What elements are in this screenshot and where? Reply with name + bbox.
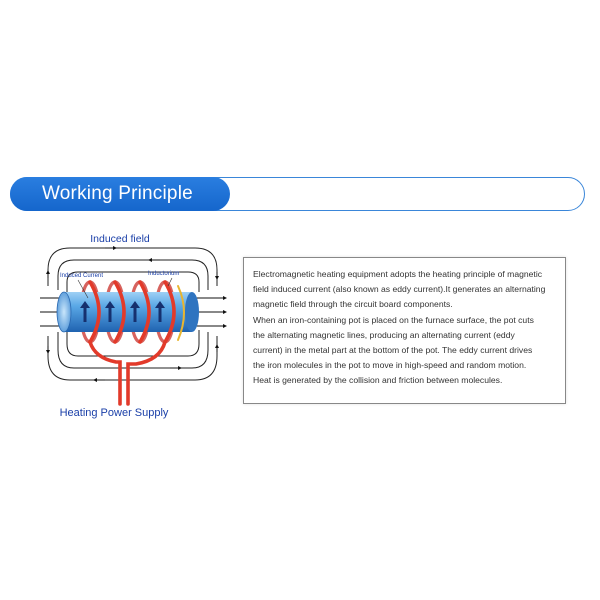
section-title: Working Principle — [10, 177, 230, 211]
description-box: Electromagnetic heating equipment adopts… — [243, 257, 566, 404]
induced-field-label: Induced field — [90, 233, 150, 245]
description-line: Electromagnetic heating equipment adopts… — [253, 269, 543, 279]
heating-power-supply-label: Heating Power Supply — [60, 407, 169, 419]
description-line: When an iron-containing pot is placed on… — [253, 314, 534, 325]
description-line: magnetic field through the circuit board… — [253, 299, 453, 310]
inductorium-label: Inductorium — [148, 271, 179, 277]
induction-diagram: Induced field Induced Current Inductoriu… — [40, 233, 227, 419]
description-line: field induced current (also known as edd… — [253, 284, 546, 295]
field-arrows — [46, 246, 219, 382]
label-pointers — [77, 277, 173, 299]
description-line: the alternating magnetic lines, producin… — [253, 329, 515, 340]
description-line: the iron molecules in the pot to move in… — [253, 360, 527, 371]
eddy-current-arrows — [80, 301, 165, 322]
coil-front — [88, 280, 185, 344]
field-lines-top — [47, 247, 218, 292]
description-line: current) in the metal part at the bottom… — [253, 345, 533, 356]
field-lines-bottom — [47, 330, 218, 381]
description-line: Heat is generated by the collision and f… — [253, 375, 503, 386]
coil-leads — [88, 340, 167, 406]
iron-core — [56, 291, 199, 333]
induced-current-label: Induced Current — [60, 273, 103, 279]
